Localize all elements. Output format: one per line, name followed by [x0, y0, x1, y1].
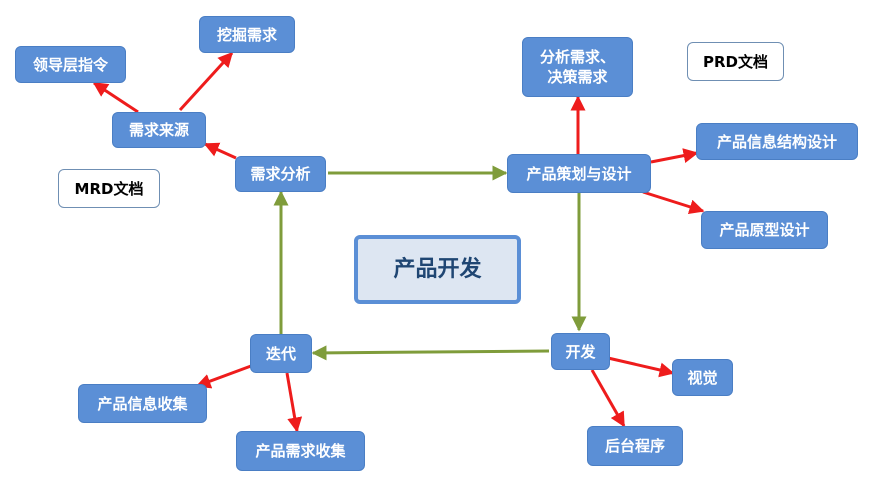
branch-arrow-iterate-to-info-collect [195, 364, 252, 389]
doc-mrd: MRD文档 [58, 169, 160, 208]
node-product-design: 产品策划与设计 [507, 154, 651, 193]
branch-arrow-source-to-dig [178, 51, 234, 112]
node-dig-demand: 挖掘需求 [199, 16, 295, 53]
branch-arrow-analysis-to-source [203, 142, 237, 160]
node-info-architecture: 产品信息结构设计 [696, 123, 858, 160]
node-info-collect: 产品信息收集 [78, 384, 207, 423]
branch-arrow-design-to-info-arch [650, 148, 699, 164]
flow-arrow-develop-to-iterate [311, 345, 550, 361]
node-iterate: 迭代 [250, 334, 312, 373]
center-product-development: 产品开发 [354, 235, 521, 304]
node-develop: 开发 [551, 333, 610, 370]
doc-prd: PRD文档 [687, 42, 784, 81]
branch-arrow-develop-to-visual [607, 356, 675, 378]
branch-arrow-source-to-leader [92, 81, 139, 114]
branch-arrow-iterate-to-demand-collect [285, 372, 303, 433]
node-demand-analysis: 需求分析 [235, 156, 326, 192]
branch-arrow-develop-to-backend [590, 369, 626, 428]
node-backend: 后台程序 [587, 426, 683, 466]
node-demand-source: 需求来源 [112, 112, 206, 148]
node-demand-collect: 产品需求收集 [236, 431, 365, 471]
node-analysis-decision: 分析需求、 决策需求 [522, 37, 633, 97]
node-visual: 视觉 [672, 359, 733, 396]
node-leader-order: 领导层指令 [15, 46, 126, 83]
branch-arrow-design-to-prototype [642, 190, 705, 215]
node-prototype-design: 产品原型设计 [701, 211, 828, 249]
